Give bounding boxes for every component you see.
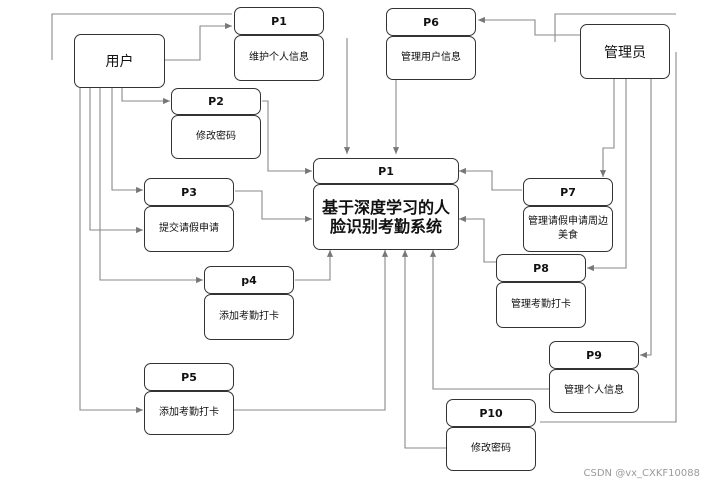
process-p8-body[interactable]: 管理考勤打卡	[496, 282, 586, 328]
edge-user-p4	[99, 88, 203, 284]
edge-user-p1	[165, 22, 232, 61]
process-p2-body[interactable]: 修改密码	[171, 115, 261, 159]
process-p3-id: P3	[181, 185, 197, 199]
process-p2-label: 修改密码	[196, 131, 236, 142]
process-p7-header[interactable]: P7	[523, 178, 613, 206]
process-p3-label: 提交请假申请	[159, 223, 219, 234]
process-p8-id: P8	[533, 261, 549, 275]
edge-p10-center	[401, 250, 446, 449]
process-p10-label: 修改密码	[471, 443, 511, 454]
center-process-title: 基于深度学习的人脸识别考勤系统	[321, 198, 450, 236]
process-p5-header[interactable]: P5	[144, 363, 234, 391]
edge-user-p2	[121, 88, 170, 105]
process-p5-id: P5	[181, 370, 197, 384]
process-p6-body[interactable]: 管理用户信息	[386, 36, 476, 80]
frame-line-left	[51, 13, 232, 60]
edge-admin-p8	[587, 79, 627, 272]
process-p1-label: 维护个人信息	[249, 52, 309, 63]
process-p8-header[interactable]: P8	[496, 254, 586, 282]
edge-admin-p9	[640, 79, 652, 359]
process-p10-id: P10	[479, 406, 503, 420]
process-p7-body[interactable]: 管理请假申请周边美食	[523, 206, 613, 252]
edge-p2-center	[262, 100, 312, 175]
process-p9-id: P9	[586, 348, 602, 362]
edge-p9-center	[429, 250, 549, 390]
frame-line-right-bottom	[540, 52, 677, 423]
process-p10-body[interactable]: 修改密码	[446, 427, 536, 471]
center-process-header[interactable]: P1	[313, 158, 459, 184]
edge-p4-center	[295, 250, 334, 281]
admin-entity-label: 管理员	[604, 44, 646, 61]
process-p6-header[interactable]: P6	[386, 8, 476, 36]
process-p6-id: P6	[423, 15, 439, 29]
watermark: CSDN @vx_CXKF10088	[583, 468, 700, 479]
edge-p8-center	[459, 215, 496, 263]
process-p5-label: 添加考勤打卡	[159, 407, 219, 418]
center-process-body[interactable]: 基于深度学习的人脸识别考勤系统	[313, 184, 459, 250]
process-p2-header[interactable]: P2	[171, 88, 261, 115]
user-entity-label: 用户	[105, 54, 134, 70]
process-p1-header[interactable]: P1	[234, 7, 324, 35]
process-p4-id: p4	[241, 273, 257, 287]
user-entity[interactable]: 用户	[74, 34, 165, 88]
edge-admin-p6	[478, 16, 580, 36]
center-process-id: P1	[378, 164, 394, 178]
process-p3-header[interactable]: P3	[144, 178, 234, 206]
edge-p7-center	[459, 167, 522, 191]
process-p9-body[interactable]: 管理个人信息	[549, 369, 639, 413]
process-p9-header[interactable]: P9	[549, 341, 639, 369]
edge-p3-center	[235, 190, 312, 223]
edge-user-p3-request	[89, 88, 143, 234]
edge-user-p5	[79, 88, 143, 414]
process-p10-header[interactable]: P10	[446, 399, 536, 427]
process-p1-body[interactable]: 维护个人信息	[234, 35, 324, 81]
process-p1-id: P1	[271, 14, 287, 28]
edge-p5-center	[234, 250, 389, 411]
edge-user-p3	[111, 88, 143, 194]
process-p5-body[interactable]: 添加考勤打卡	[144, 391, 234, 435]
process-p8-label: 管理考勤打卡	[511, 299, 571, 310]
process-p4-header[interactable]: p4	[204, 266, 294, 294]
process-p2-id: P2	[208, 95, 224, 108]
process-p7-label: 管理请假申请周边美食	[528, 216, 608, 241]
frame-line-right	[554, 13, 676, 42]
process-p4-label: 添加考勤打卡	[219, 311, 279, 322]
process-p4-body[interactable]: 添加考勤打卡	[204, 294, 294, 340]
process-p7-id: P7	[560, 185, 576, 199]
admin-entity[interactable]: 管理员	[580, 24, 670, 79]
process-p9-label: 管理个人信息	[564, 385, 624, 396]
process-p6-label: 管理用户信息	[401, 52, 461, 63]
edge-admin-p7	[599, 79, 615, 177]
process-p3-body[interactable]: 提交请假申请	[144, 206, 234, 252]
